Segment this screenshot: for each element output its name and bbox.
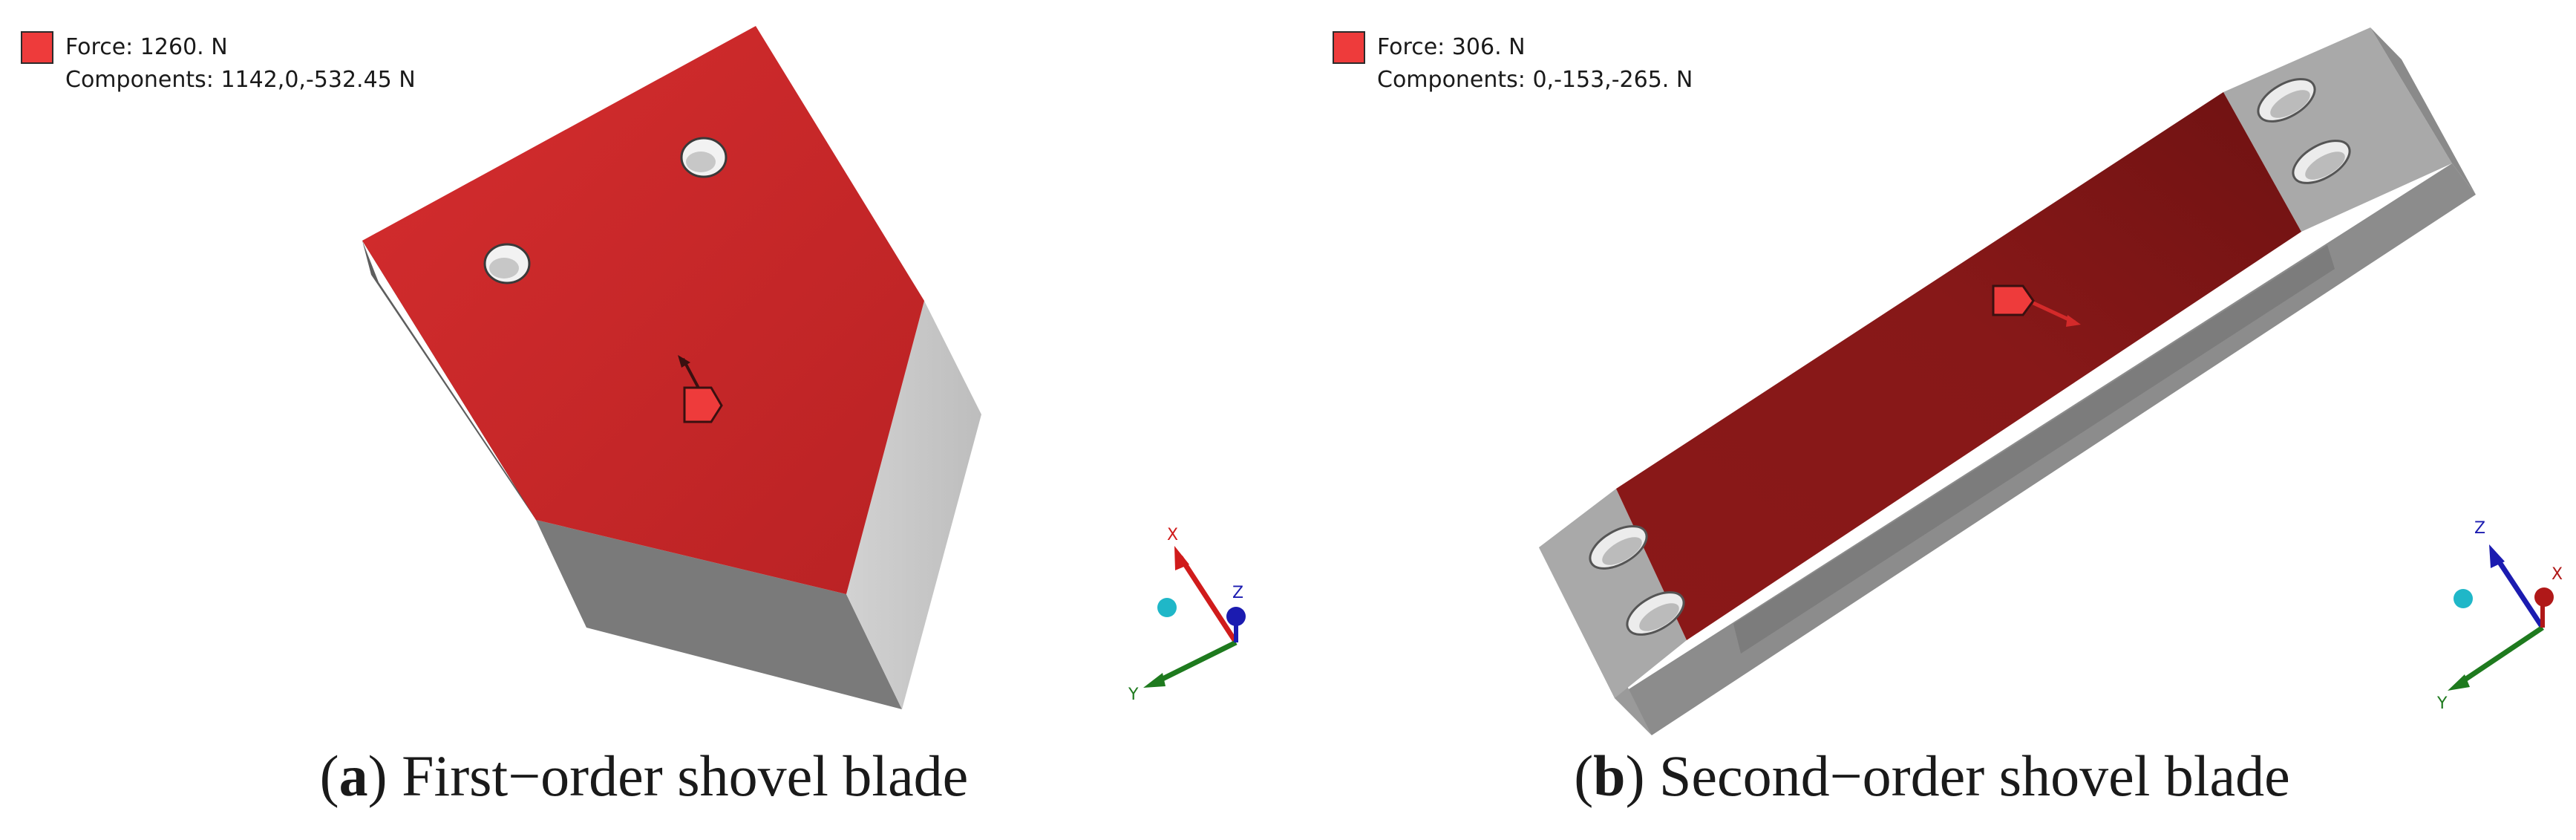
blade-b-model (1539, 27, 2476, 735)
components-label: Components: 1142,0,-532.45 N (65, 67, 416, 93)
mount-hole-icon (680, 137, 728, 178)
caption-b: (b) Second−order shovel blade (1574, 743, 2290, 808)
force-marker-icon (1992, 284, 2081, 327)
y-axis-label: Y (1128, 686, 1139, 704)
slot-hole-icon (1589, 525, 1648, 570)
force-marker-icon (678, 355, 723, 423)
z-axis-arrow-icon (2493, 554, 2545, 629)
force-label: Force: 306. N (1377, 34, 1526, 60)
blade-b-viewport: Z Y X (1539, 27, 2563, 735)
slot-hole-icon (1626, 591, 1685, 636)
x-axis-label: X (1167, 526, 1178, 544)
y-axis-arrow-icon (2458, 625, 2544, 686)
blade-b-left-end-top (1539, 489, 1687, 698)
caption-letter: b (1593, 743, 1626, 808)
z-axis-label: Z (2474, 519, 2485, 538)
slot-hole-icon (2292, 140, 2351, 184)
triad-origin-dot-icon (2454, 589, 2473, 608)
caption-letter: a (339, 743, 368, 808)
x-axis-label: X (2552, 565, 2563, 584)
panel-a: Force: 1260. N Components: 1142,0,-532.4… (21, 26, 1246, 808)
blade-a-model (362, 26, 981, 709)
slot-hole-icon (2257, 78, 2316, 123)
force-legend: Force: 306. N Components: 0,-153,-265. N (1333, 31, 1693, 97)
caption-text: First−order shovel blade (387, 743, 969, 808)
y-axis-arrow-icon (1155, 639, 1238, 685)
panel-b: Force: 306. N Components: 0,-153,-265. N (1288, 0, 2576, 840)
force-swatch (21, 31, 53, 64)
caption-a: (a) First−order shovel blade (319, 743, 969, 808)
blade-b-right-end-side (2370, 27, 2476, 195)
blade-a-viewport: X Y Z (362, 26, 1246, 709)
force-legend: Force: 1260. N Components: 1142,0,-532.4… (21, 31, 416, 97)
mount-hole-icon (483, 243, 531, 284)
y-axis-label: Y (2436, 694, 2448, 713)
blade-b-underside (1733, 245, 2335, 654)
force-swatch (1333, 31, 1365, 64)
triad-origin-dot-icon (1157, 598, 1177, 617)
force-label: Force: 1260. N (65, 34, 228, 60)
blade-b-right-end-top (2223, 27, 2452, 232)
caption-text: Second−order shovel blade (1644, 743, 2290, 808)
blade-a-load-face (362, 26, 924, 594)
blade-a-right-face (846, 301, 981, 709)
coordinate-triad: Z Y X (2436, 519, 2563, 713)
blade-a-front-face (536, 520, 902, 709)
x-axis-arrow-icon (1178, 556, 1238, 644)
blade-b-load-face (1616, 92, 2301, 640)
components-label: Components: 0,-153,-265. N (1377, 67, 1693, 93)
z-axis-label: Z (1232, 584, 1243, 602)
coordinate-triad: X Y Z (1128, 526, 1246, 704)
